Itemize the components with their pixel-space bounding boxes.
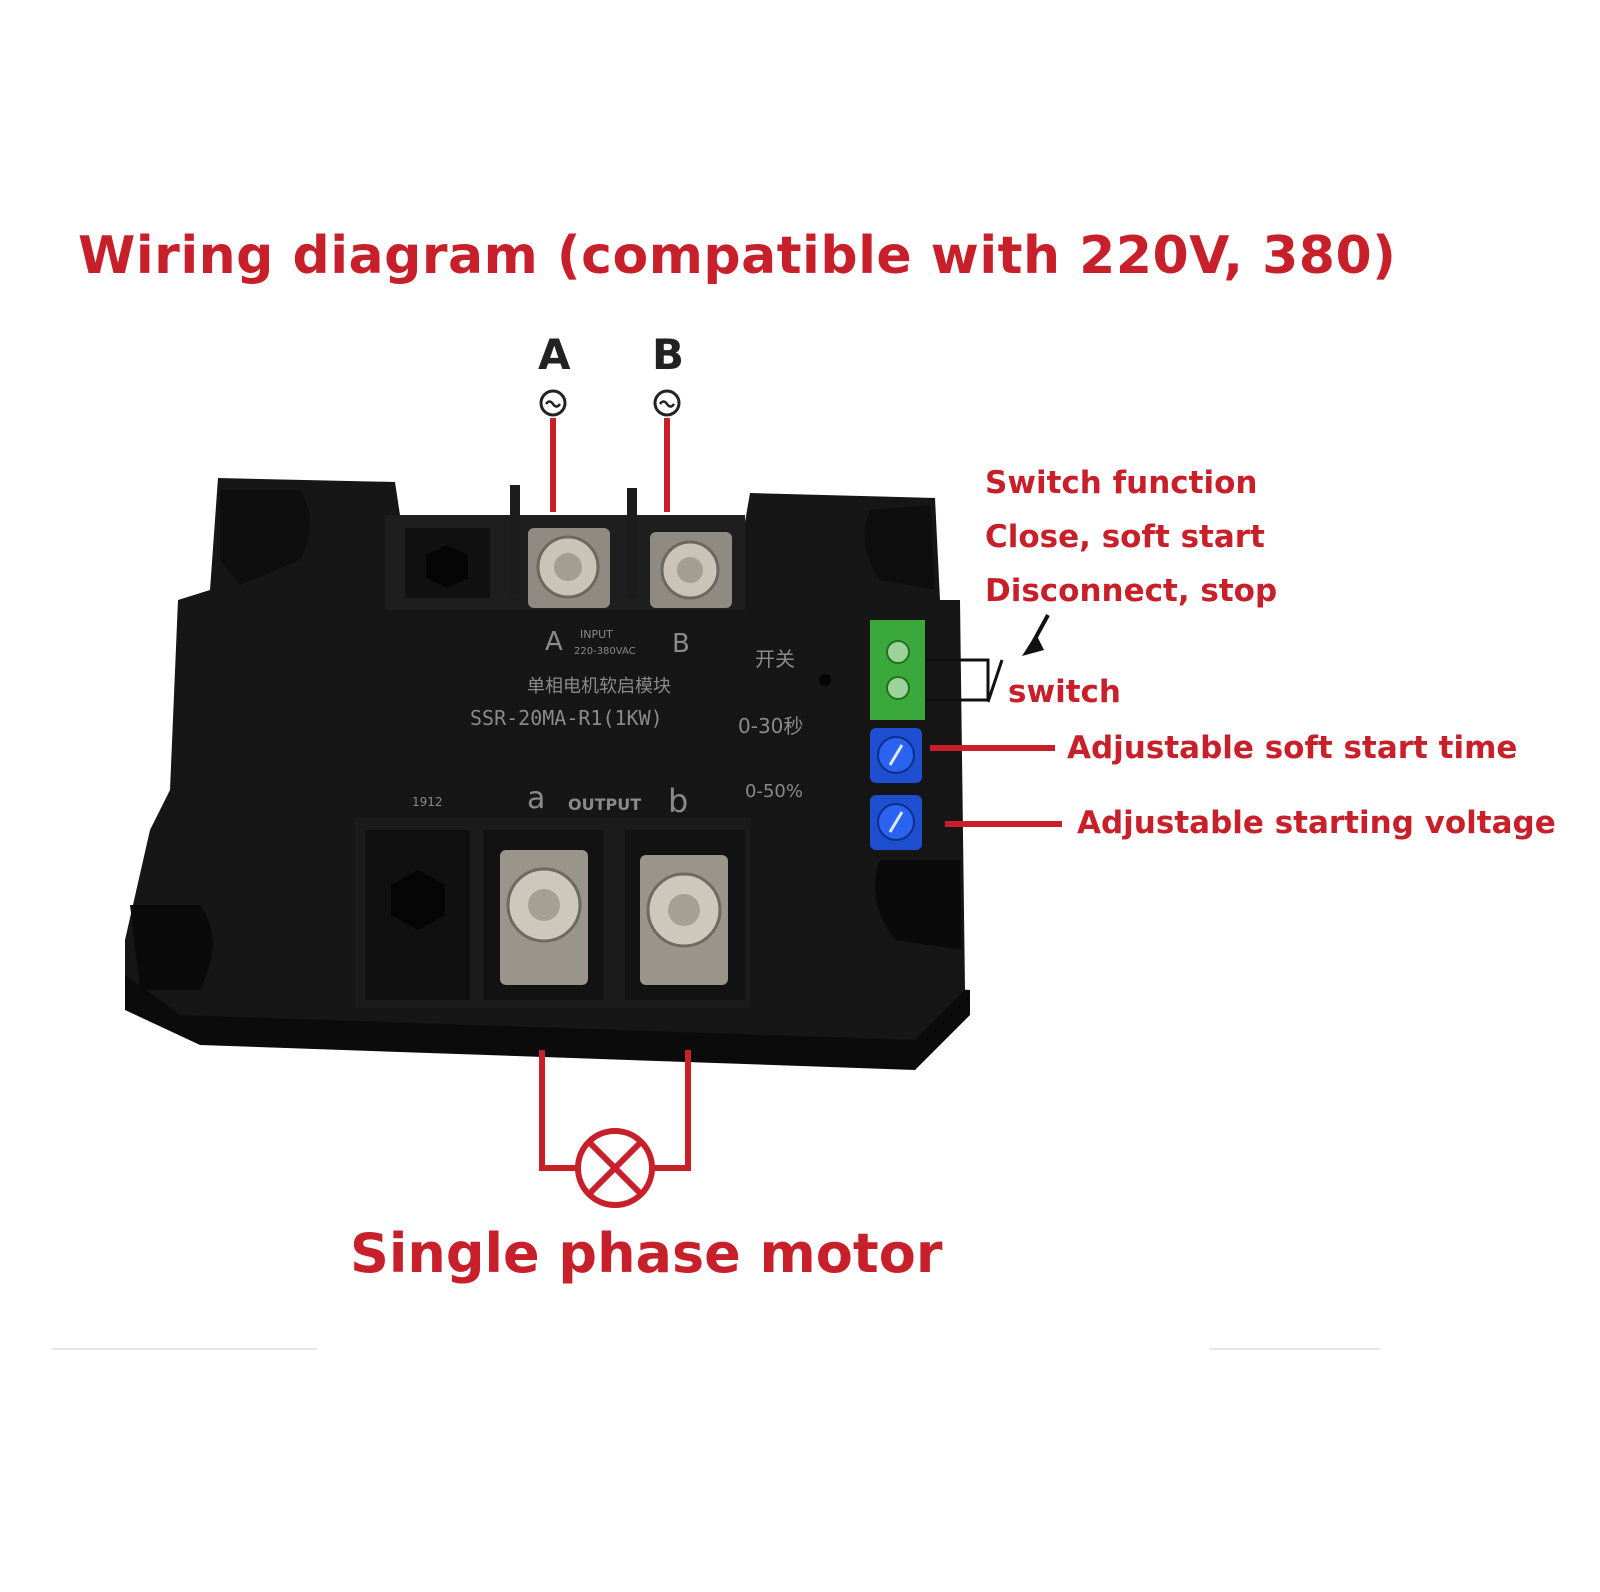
- input-screw-b-icon: [650, 532, 732, 608]
- switch-label: switch: [1008, 674, 1121, 710]
- divider-left: [52, 1348, 317, 1350]
- output-screw-a-icon: [500, 850, 588, 985]
- motor-symbol-icon: [575, 1128, 655, 1208]
- motor-wiring: [539, 1050, 691, 1171]
- module-input-b-label: B: [672, 629, 690, 659]
- output-screw-b-icon: [640, 855, 728, 985]
- module-code-label: 1912: [412, 795, 443, 809]
- module-output-label: OUTPUT: [568, 795, 641, 814]
- close-soft-start-note: Close, soft start: [985, 519, 1265, 555]
- module-housing: [125, 478, 965, 1040]
- module-output-b-label: b: [668, 782, 688, 820]
- soft-start-time-knob-icon: [870, 728, 922, 783]
- input-screw-a-icon: [528, 528, 610, 608]
- module-name-cn: 单相电机软启模块: [527, 676, 671, 697]
- disconnect-stop-note: Disconnect, stop: [985, 573, 1278, 609]
- switch-symbol: [925, 658, 990, 702]
- module-model-label: SSR-20MA-R1(1KW): [470, 706, 663, 730]
- module-input-a-label: A: [545, 627, 563, 657]
- motor-caption: Single phase motor: [350, 1222, 943, 1285]
- module-input-range-label: 220-380VAC: [574, 646, 636, 657]
- module-output-a-label: a: [527, 781, 545, 816]
- switch-function-note: Switch function: [985, 465, 1258, 501]
- input-terminal-a-label: A: [538, 330, 571, 379]
- soft-start-time-label: Adjustable soft start time: [1067, 730, 1518, 766]
- diagram-title: Wiring diagram (compatible with 220V, 38…: [78, 226, 1397, 286]
- starting-voltage-label: Adjustable starting voltage: [1077, 805, 1556, 841]
- input-terminal-b-label: B: [652, 330, 685, 379]
- module-input-label: INPUT: [580, 628, 613, 641]
- ac-source-b-icon: [653, 389, 681, 417]
- switch-terminal-block: [870, 620, 925, 720]
- module-switch-cn: 开关: [755, 647, 795, 671]
- starting-voltage-knob-icon: [870, 795, 922, 850]
- ac-source-a-icon: [539, 389, 567, 417]
- module-voltage-range: 0-50%: [745, 781, 803, 802]
- divider-right: [1210, 1348, 1380, 1350]
- module-time-range: 0-30秒: [738, 714, 803, 738]
